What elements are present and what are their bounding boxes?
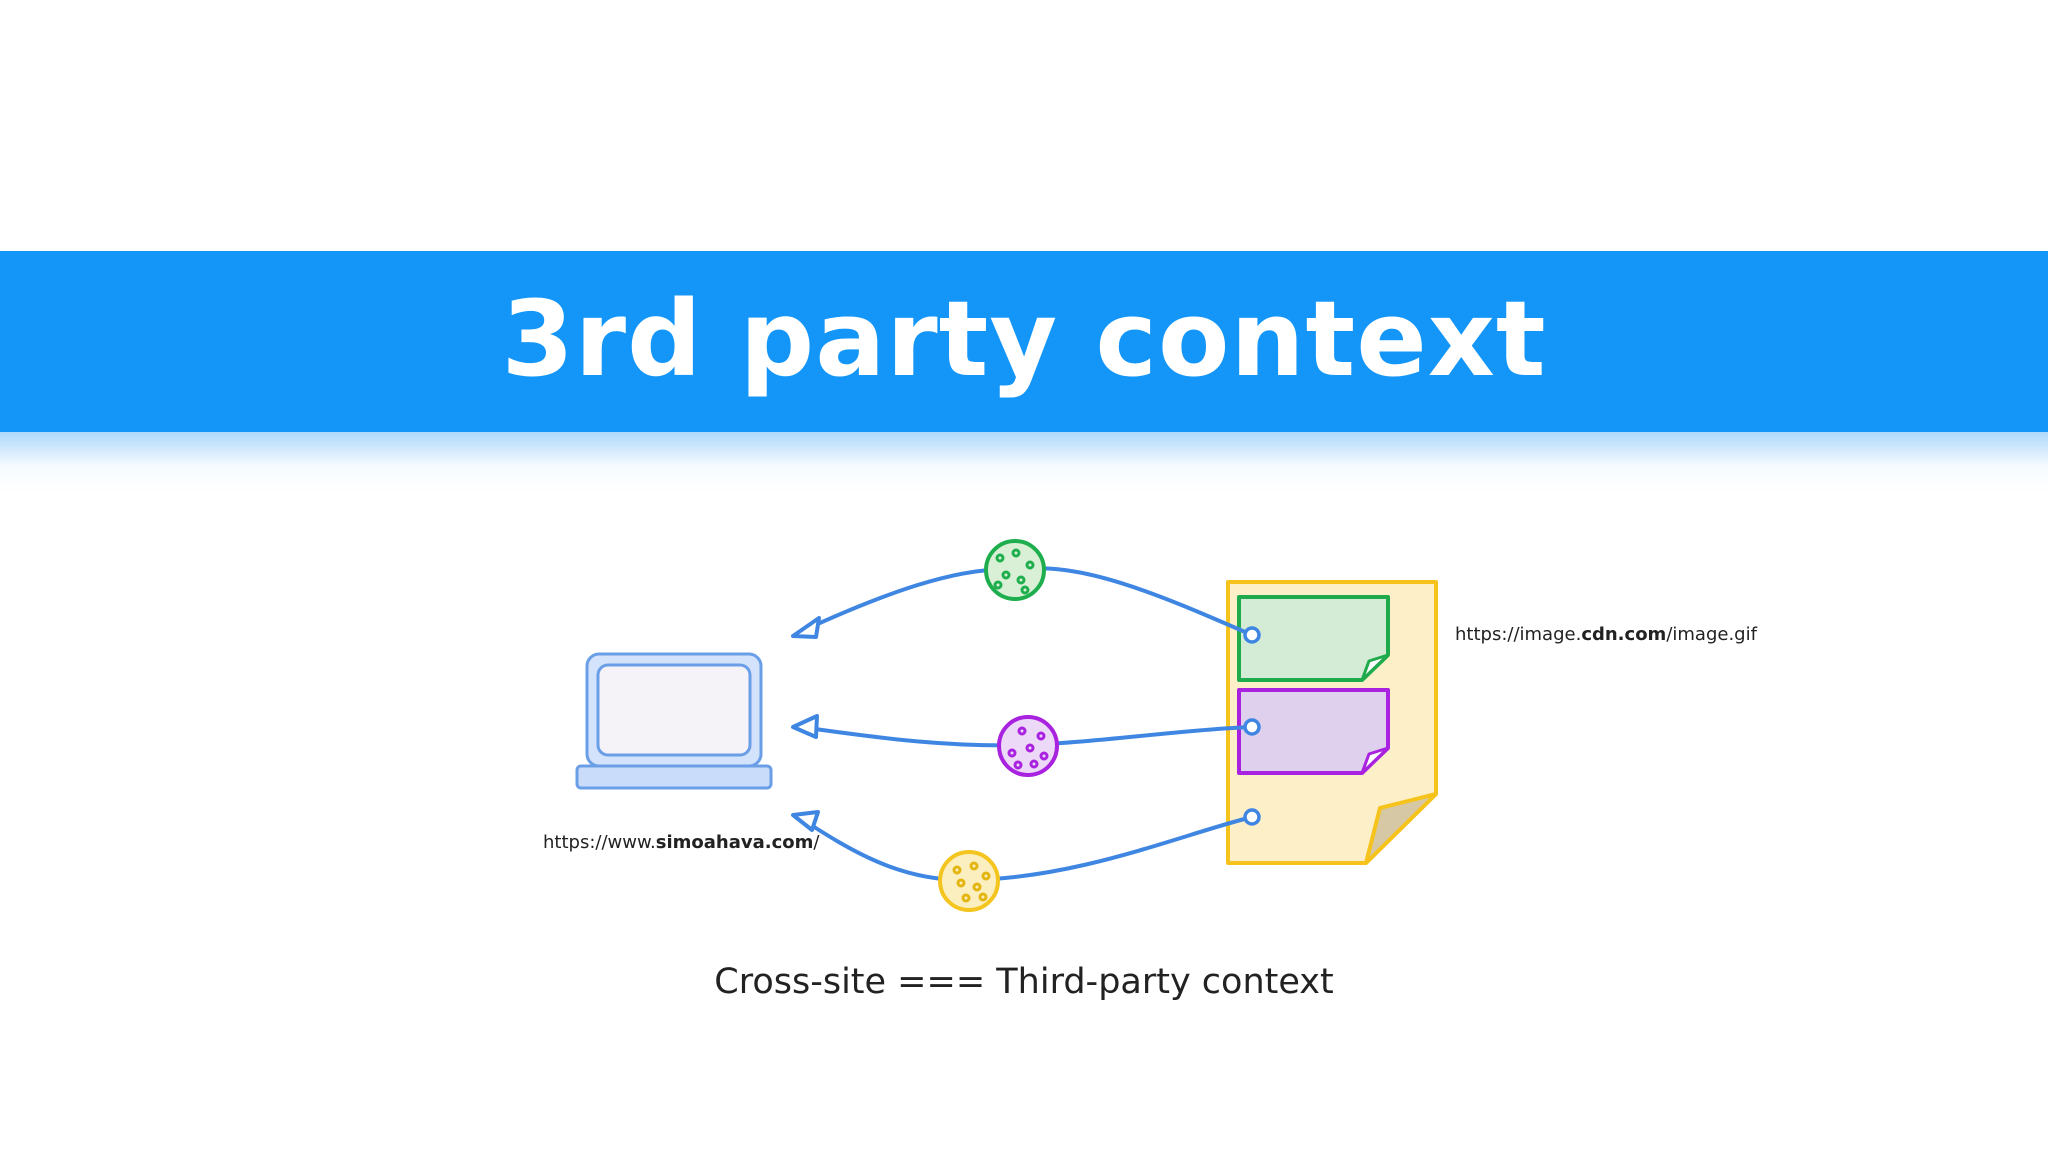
third-party-url-suffix: /image.gif [1666, 624, 1757, 645]
arrow-bottom [798, 815, 1254, 883]
first-party-url-prefix: https://www. [543, 832, 656, 853]
laptop-icon [575, 652, 773, 790]
slide-title: 3rd party context [501, 277, 1547, 400]
green-sticky-note [1237, 595, 1390, 682]
third-party-url-domain: cdn.com [1581, 624, 1667, 645]
banner-shadow [0, 432, 2048, 494]
arrowheads [791, 616, 821, 832]
first-party-url-suffix: / [813, 832, 820, 853]
origin-dots [1243, 626, 1261, 826]
title-banner: 3rd party context [0, 251, 2048, 432]
third-party-url-prefix: https://image. [1455, 624, 1582, 645]
slide-caption: Cross-site === Third-party context [714, 962, 1334, 1002]
third-party-url: https://image.cdn.com/image.gif [1455, 624, 1757, 645]
cookie-icon [997, 715, 1059, 777]
first-party-url-domain: simoahava.com [655, 832, 814, 853]
first-party-url: https://www.simoahava.com/ [543, 832, 819, 853]
cookie-icon [938, 850, 1000, 912]
document-icon [1226, 580, 1438, 865]
purple-sticky-note [1237, 688, 1390, 775]
cookie-icon [984, 539, 1046, 601]
